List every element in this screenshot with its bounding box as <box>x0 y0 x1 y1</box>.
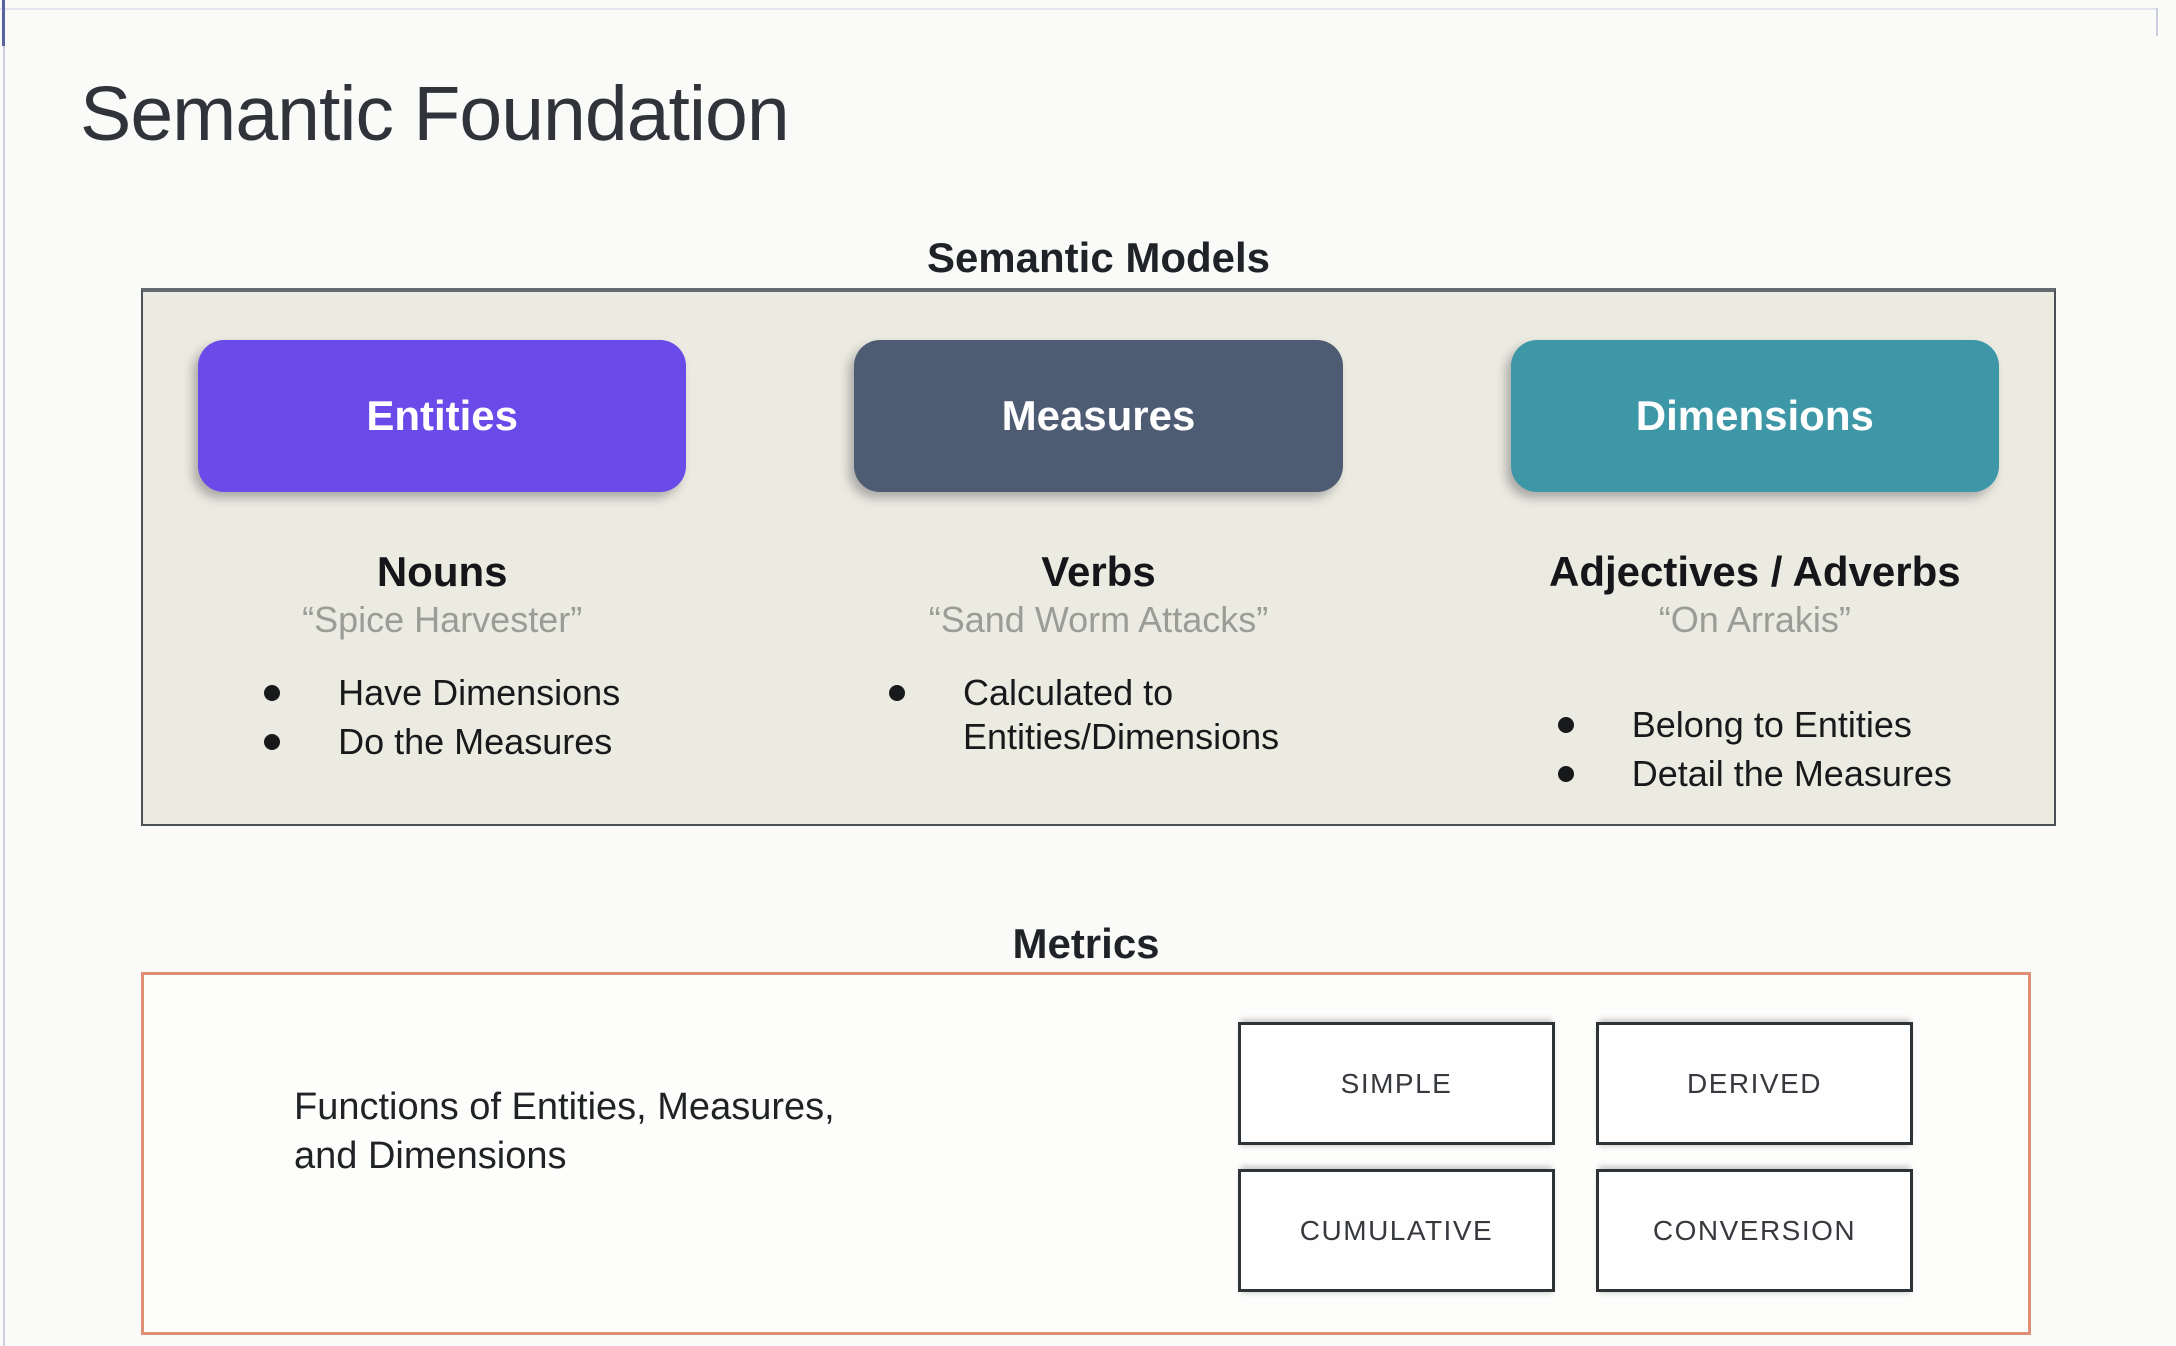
entities-bullet-list: Have Dimensions Do the Measures <box>264 671 620 764</box>
metrics-description-line2: and Dimensions <box>294 1135 567 1178</box>
measures-column: Measures Verbs “Sand Worm Attacks” Calcu… <box>854 292 1343 824</box>
metrics-panel: Functions of Entities, Measures, and Dim… <box>141 972 2031 1335</box>
bullet-icon <box>888 685 905 702</box>
bullet-label: Detail the Measures <box>1631 753 1952 795</box>
bullet-label: Calculated to Entities/Dimensions <box>962 672 1280 758</box>
bullet-label: Belong to Entities <box>1631 704 1912 746</box>
metrics-description: Functions of Entities, Measures, and Dim… <box>294 1083 835 1181</box>
entities-column: Entities Nouns “Spice Harvester” Have Di… <box>198 292 687 824</box>
metric-type-grid: SIMPLE DERIVED CUMULATIVE CONVERSION <box>1238 1022 1913 1292</box>
metric-card-simple: SIMPLE <box>1238 1022 1555 1145</box>
window-top-edge-line <box>0 8 2158 10</box>
bullet-icon <box>1557 766 1574 783</box>
bullet-icon <box>264 734 281 751</box>
list-item: Belong to Entities <box>1557 703 1952 747</box>
list-item: Do the Measures <box>264 720 620 764</box>
measures-subtitle: Verbs <box>1041 548 1156 595</box>
bullet-icon <box>264 685 281 702</box>
window-corner-accent <box>2 0 5 46</box>
measures-pill: Measures <box>854 340 1343 492</box>
dimensions-bullet-list: Belong to Entities Detail the Measures <box>1557 703 1952 796</box>
slide-title: Semantic Foundation <box>80 71 790 157</box>
dimensions-subtitle: Adjectives / Adverbs <box>1549 548 1961 595</box>
semantic-models-heading: Semantic Models <box>926 234 1271 281</box>
entities-subtitle: Nouns <box>376 548 508 595</box>
metric-card-derived: DERIVED <box>1596 1022 1913 1145</box>
bullet-label: Do the Measures <box>338 721 613 763</box>
bullet-label: Have Dimensions <box>338 672 621 714</box>
list-item: Have Dimensions <box>264 671 620 715</box>
semantic-models-panel: Entities Nouns “Spice Harvester” Have Di… <box>141 288 2056 826</box>
dimensions-column: Dimensions Adjectives / Adverbs “On Arra… <box>1510 292 1999 824</box>
dimensions-pill: Dimensions <box>1510 340 1999 492</box>
measures-quote: “Sand Worm Attacks” <box>928 599 1269 641</box>
entities-pill: Entities <box>198 340 687 492</box>
bullet-icon <box>1557 717 1574 734</box>
entities-quote: “Spice Harvester” <box>302 599 583 641</box>
list-item: Calculated to Entities/Dimensions <box>888 671 1308 759</box>
metrics-heading: Metrics <box>1012 920 1160 967</box>
window-right-edge-tick <box>2156 8 2158 36</box>
window-left-edge-line <box>3 0 5 1346</box>
dimensions-quote: “On Arrakis” <box>1658 599 1851 641</box>
list-item: Detail the Measures <box>1557 752 1952 796</box>
metric-card-conversion: CONVERSION <box>1596 1169 1913 1292</box>
measures-bullet-list: Calculated to Entities/Dimensions <box>888 671 1308 759</box>
metrics-description-line1: Functions of Entities, Measures, <box>294 1086 835 1128</box>
metric-card-cumulative: CUMULATIVE <box>1238 1169 1555 1292</box>
